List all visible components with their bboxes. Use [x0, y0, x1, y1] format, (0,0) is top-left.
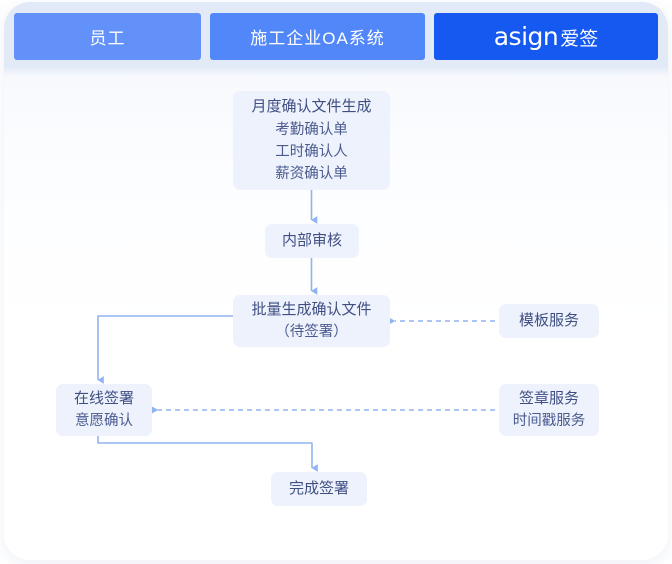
- node-batch-generate[interactable]: 批量生成确认文件 （待签署）: [233, 295, 390, 347]
- asign-logo: asign 爱签: [494, 24, 599, 49]
- node-line: 月度确认文件生成: [251, 98, 372, 116]
- node-line: 时间戳服务: [512, 413, 586, 430]
- node-monthly-confirmation-files[interactable]: 月度确认文件生成 考勤确认单 工时确认人 薪资确认单: [233, 91, 390, 190]
- node-line: 工时确认人: [275, 143, 348, 160]
- node-line: 批量生成确认文件: [251, 300, 372, 318]
- node-line: 签章服务: [518, 389, 579, 407]
- node-line: 意愿确认: [75, 413, 133, 430]
- lane-employee-label: 员工: [89, 29, 126, 48]
- node-line: 完成签署: [288, 479, 349, 497]
- asign-wordmark: asign: [493, 22, 559, 51]
- node-line: 内部审核: [281, 231, 342, 249]
- lane-employee[interactable]: 员工: [14, 13, 201, 60]
- lane-oa-system[interactable]: 施工企业OA系统: [210, 13, 425, 60]
- node-seal-timestamp-service[interactable]: 签章服务 时间戳服务: [499, 384, 599, 436]
- connector-batch-to-signing: [97, 315, 233, 384]
- node-line: 模板服务: [518, 311, 579, 329]
- node-line: 在线签署: [73, 389, 134, 407]
- flow-canvas: 月度确认文件生成 考勤确认单 工时确认人 薪资确认单 内部审核 批量生成确认文件…: [4, 2, 668, 560]
- lane-asign-brand[interactable]: asign 爱签: [434, 13, 658, 60]
- node-internal-review[interactable]: 内部审核: [265, 224, 359, 258]
- connector-signing-to-complete: [97, 436, 318, 472]
- node-signing-complete[interactable]: 完成签署: [271, 472, 367, 506]
- node-line: 考勤确认单: [275, 121, 348, 138]
- node-line: （待签署）: [275, 324, 348, 341]
- lane-oa-system-label: 施工企业OA系统: [250, 29, 385, 48]
- lane-header-bar: 员工 施工企业OA系统 asign 爱签: [4, 2, 668, 74]
- asign-logo-cn: 爱签: [560, 29, 599, 50]
- node-line: 薪资确认单: [275, 165, 348, 182]
- node-online-signing[interactable]: 在线签署 意愿确认: [56, 384, 152, 436]
- node-template-service[interactable]: 模板服务: [499, 304, 599, 338]
- diagram-card: 员工 施工企业OA系统 asign 爱签: [4, 2, 668, 560]
